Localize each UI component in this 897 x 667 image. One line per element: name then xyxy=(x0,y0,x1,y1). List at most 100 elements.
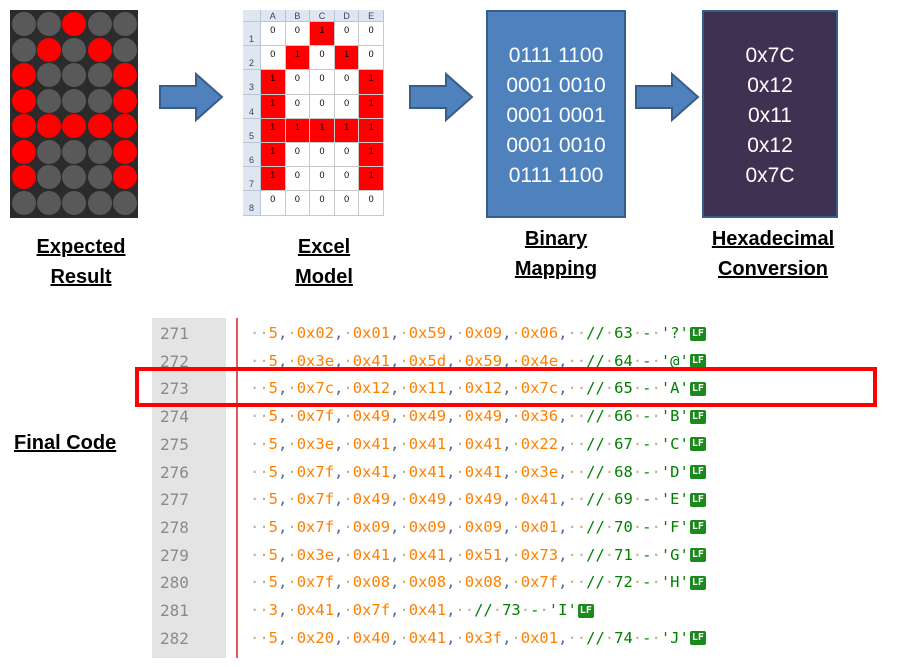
led-dot-off xyxy=(62,190,87,215)
led-dot-off xyxy=(62,165,87,189)
margin-line xyxy=(236,318,238,658)
excel-cell: 1 xyxy=(261,94,286,119)
excel-row-header: 3 xyxy=(243,70,261,95)
code-line: ··5,·0x7f,·0x08,·0x08,·0x08,·0x7f,··//·7… xyxy=(250,573,706,592)
char-code: 63 xyxy=(614,324,633,342)
excel-cell: 0 xyxy=(359,191,384,216)
caption-line: Binary xyxy=(524,228,588,250)
code-byte: 0x41 xyxy=(296,601,335,619)
code-byte: 0x3f xyxy=(464,628,503,647)
led-dot-on xyxy=(37,114,62,138)
code-byte: 0x59 xyxy=(464,351,503,370)
code-byte: 0x3e xyxy=(520,462,559,481)
excel-cell: 0 xyxy=(334,22,360,47)
led-dot-off xyxy=(12,12,36,36)
char-literal: '@' xyxy=(660,351,689,370)
code-count: 5 xyxy=(268,545,279,564)
binary-mapping-box: 0111 1100 0001 0010 0001 0001 0001 0010 … xyxy=(486,10,626,218)
char-literal: 'G' xyxy=(660,545,689,564)
excel-cell: 0 xyxy=(359,46,384,71)
code-line: ··5,·0x3e,·0x41,·0x41,·0x51,·0x73,··//·7… xyxy=(250,545,706,564)
excel-cell: 1 xyxy=(334,46,360,71)
line-number: 277 xyxy=(160,490,189,510)
led-dot-on xyxy=(12,88,36,113)
line-feed-marker: LF xyxy=(689,548,706,563)
code-comment: ··//·66·-·'B' xyxy=(567,407,689,426)
led-dot-off xyxy=(37,12,62,36)
led-dot-off xyxy=(37,190,62,215)
code-byte: 0x11 xyxy=(408,379,447,398)
code-byte: 0x7c xyxy=(296,379,335,398)
code-byte: 0x7f xyxy=(296,407,335,426)
code-byte: 0x08 xyxy=(464,573,503,592)
led-dot-off xyxy=(62,88,87,113)
code-byte: 0x41 xyxy=(408,628,447,647)
arrow-right-icon xyxy=(409,72,474,122)
caption-line: Mapping xyxy=(514,258,598,280)
code-comment: ··//·64·-·'@' xyxy=(567,351,689,370)
code-comment: ··//·71·-·'G' xyxy=(567,545,689,564)
excel-cell: 0 xyxy=(310,94,335,119)
code-line: ··3,·0x41,·0x7f,·0x41,··//·73·-·'I'LF xyxy=(250,601,594,619)
line-number: 275 xyxy=(160,434,189,454)
excel-row-header: 7 xyxy=(243,167,261,192)
code-line: ··5,·0x7f,·0x49,·0x49,·0x49,·0x36,··//·6… xyxy=(250,407,706,426)
code-line: ··5,·0x7f,·0x41,·0x41,·0x41,·0x3e,··//·6… xyxy=(250,462,706,481)
excel-cell: 1 xyxy=(310,118,335,143)
code-byte: 0x59 xyxy=(408,324,447,342)
excel-row-header: 8 xyxy=(243,191,261,216)
code-byte: 0x49 xyxy=(352,490,391,509)
led-dot-off xyxy=(62,63,87,87)
excel-cell: 0 xyxy=(285,143,311,168)
code-byte: 0x01 xyxy=(520,628,559,647)
excel-cell: 1 xyxy=(261,118,286,143)
excel-cell: 0 xyxy=(261,22,286,47)
excel-cell: 1 xyxy=(359,70,384,95)
excel-cell: 0 xyxy=(310,46,335,71)
code-count: 5 xyxy=(268,434,279,453)
line-number: 280 xyxy=(160,573,189,593)
excel-row-header: 1 xyxy=(243,22,261,47)
excel-cell: 0 xyxy=(261,191,286,216)
code-byte: 0x20 xyxy=(296,628,335,647)
char-literal: 'A' xyxy=(660,379,689,398)
code-count: 5 xyxy=(268,379,279,398)
excel-cell: 1 xyxy=(359,143,384,168)
line-number: 273 xyxy=(160,379,189,399)
char-literal: 'H' xyxy=(660,573,689,592)
char-code: 71 xyxy=(614,545,633,564)
excel-cell: 1 xyxy=(359,167,384,192)
excel-row-header: 4 xyxy=(243,94,261,119)
led-dot-on xyxy=(112,88,137,113)
excel-cell: 1 xyxy=(285,46,311,71)
excel-cell: 0 xyxy=(285,94,311,119)
code-byte: 0x12 xyxy=(352,379,391,398)
excel-cell: 0 xyxy=(310,143,335,168)
code-byte: 0x5d xyxy=(408,351,447,370)
excel-cell: 0 xyxy=(334,70,360,95)
code-line: ··5,·0x7f,·0x09,·0x09,·0x09,·0x01,··//·7… xyxy=(250,517,706,536)
excel-corner xyxy=(243,10,261,22)
code-byte: 0x08 xyxy=(408,573,447,592)
char-literal: 'D' xyxy=(660,462,689,481)
led-dot-off xyxy=(87,12,112,36)
excel-cell: 1 xyxy=(261,167,286,192)
line-number: 279 xyxy=(160,545,189,565)
binary-line: 0001 0010 xyxy=(506,134,606,157)
led-dot-off xyxy=(87,139,112,164)
led-dot-off xyxy=(37,63,62,87)
led-dot-off xyxy=(112,37,137,62)
excel-cell: 0 xyxy=(285,22,311,47)
code-byte: 0x7f xyxy=(296,462,335,481)
led-dot-on xyxy=(12,63,36,87)
code-comment: ··//·73·-·'I' xyxy=(455,601,577,619)
excel-cell: 0 xyxy=(285,191,311,216)
code-count: 5 xyxy=(268,351,279,370)
hex-line: 0x7C xyxy=(745,44,795,67)
char-literal: 'E' xyxy=(660,490,689,509)
code-comment: ··//·65·-·'A' xyxy=(567,379,689,398)
hex-line: 0x12 xyxy=(747,134,793,157)
excel-cell: 0 xyxy=(334,94,360,119)
caption-line: Expected xyxy=(36,236,126,258)
line-number: 271 xyxy=(160,324,189,343)
